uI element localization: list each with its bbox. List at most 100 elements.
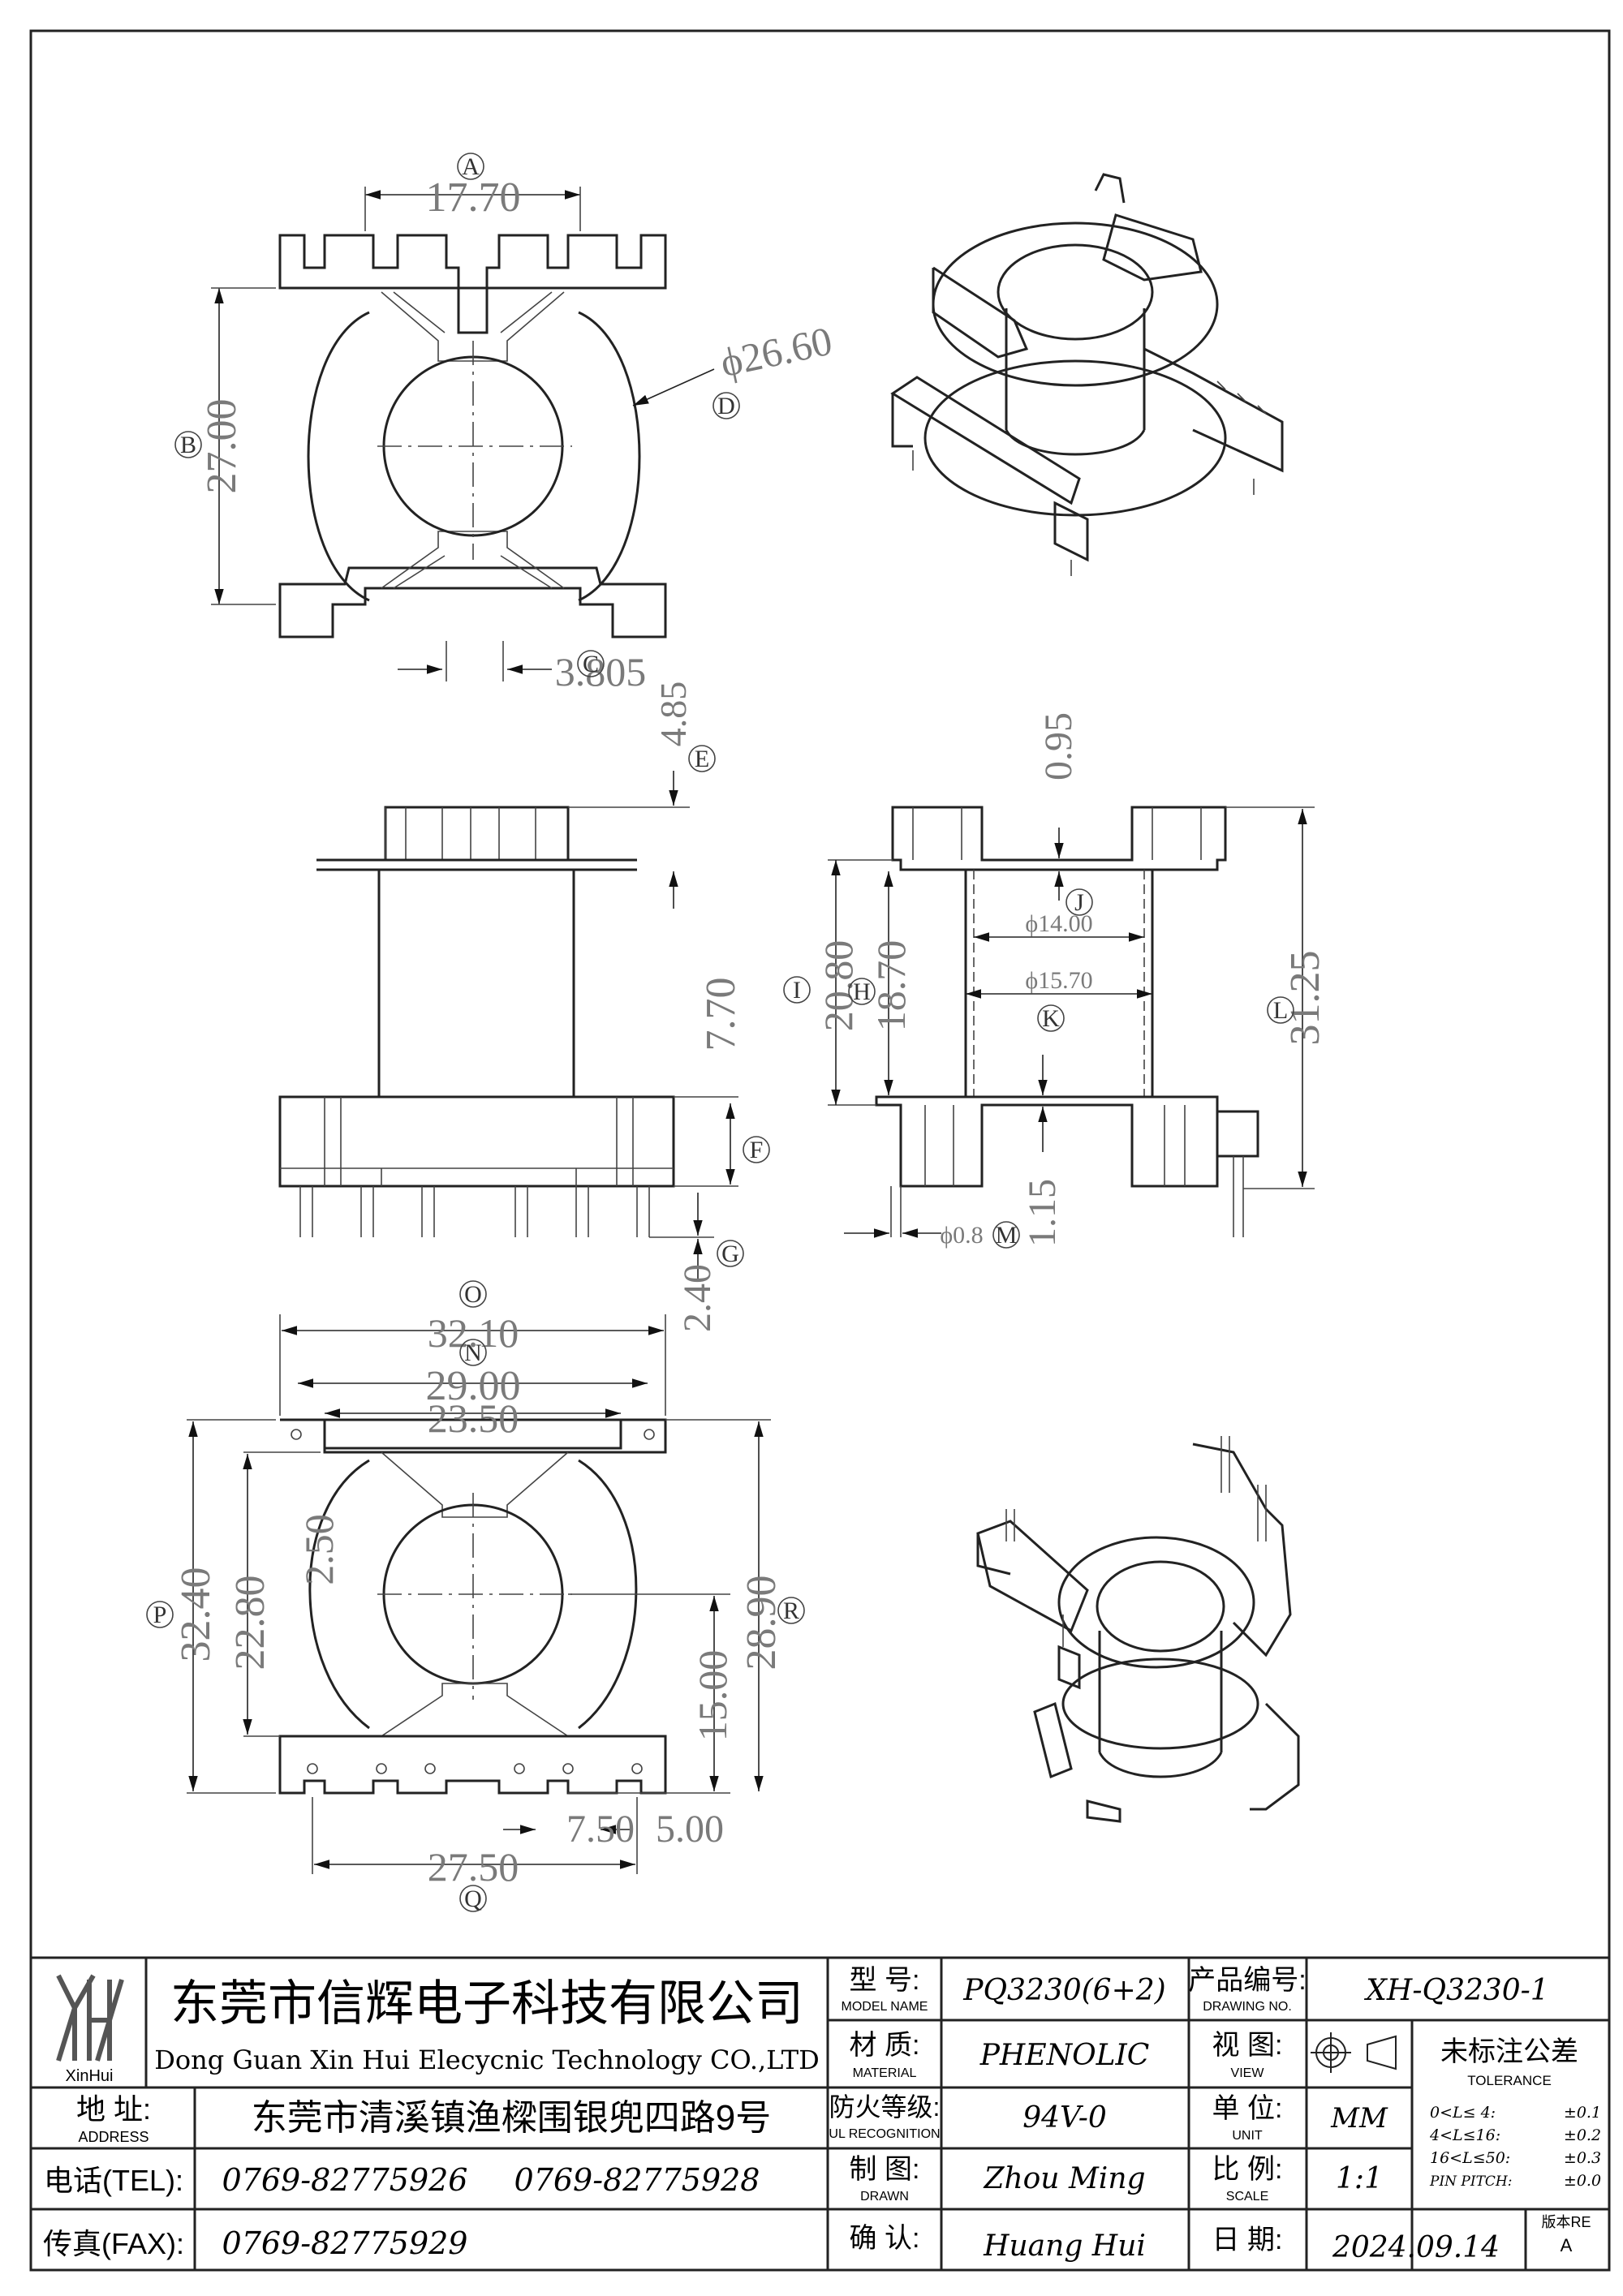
label-d: D bbox=[717, 393, 735, 419]
isometric-view-top bbox=[890, 173, 1284, 576]
address-value: 东莞市清溪镇渔樑围银兜四路9号 bbox=[252, 2098, 771, 2138]
sheet-border bbox=[29, 29, 1611, 2272]
front-view: 0.95 J 20.80 I 18.70 H ϕ14.00 ϕ15.70 K 3… bbox=[783, 712, 1328, 1249]
tel-2: 0769-82775928 bbox=[514, 2162, 760, 2198]
label-m: M bbox=[996, 1222, 1018, 1249]
top-view: 17.70 A 27.00 B ϕ26.60 D 3.805 C bbox=[174, 153, 836, 694]
projection-symbol-icon bbox=[1311, 2032, 1397, 2073]
dim-23-50: 23.50 bbox=[428, 1395, 519, 1441]
dim-2-50: 2.50 bbox=[296, 1514, 342, 1585]
bottom-view: 32.10 O 29.00 N 23.50 32.40 P 22.80 2.50… bbox=[146, 1280, 805, 1912]
dim-pin-dia: ϕ0.8 bbox=[940, 1222, 983, 1249]
label-o: O bbox=[464, 1281, 482, 1308]
label-j: J bbox=[1074, 889, 1084, 916]
dim-27-50: 27.50 bbox=[428, 1844, 519, 1890]
dim-32-40: 32.40 bbox=[173, 1567, 219, 1662]
label-n: N bbox=[464, 1339, 482, 1366]
drawing-no-label-en: DRAWING NO. bbox=[1203, 2000, 1292, 2014]
version-value: A bbox=[1561, 2235, 1573, 2255]
dim-15-00: 15.00 bbox=[690, 1650, 735, 1742]
dim-18-70: 18.70 bbox=[868, 940, 914, 1032]
dim-32-10: 32.10 bbox=[428, 1310, 519, 1356]
date-label-cn: 日 期: bbox=[1212, 2225, 1283, 2255]
tolerance-range: 16<L≤50: bbox=[1430, 2149, 1510, 2167]
label-k: K bbox=[1042, 1005, 1060, 1032]
title-block: XinHui 东莞市信辉电子科技有限公司 Dong Guan Xin Hui E… bbox=[29, 1956, 1611, 2272]
tolerance-range: 4<L≤16: bbox=[1429, 2126, 1500, 2144]
tolerance-value: ±0.3 bbox=[1564, 2149, 1601, 2167]
tolerance-value: ±0.0 bbox=[1564, 2172, 1601, 2190]
tolerance-title-cn: 未标注公差 bbox=[1440, 2036, 1578, 2067]
label-i: I bbox=[793, 977, 801, 1004]
ul-value: 94V-0 bbox=[1022, 2101, 1107, 2135]
tolerance-value: ±0.2 bbox=[1564, 2126, 1601, 2144]
drawn-value: Zhou Ming bbox=[983, 2162, 1145, 2195]
dim-dia-26-60: ϕ26.60 bbox=[717, 318, 836, 386]
label-r: R bbox=[783, 1597, 799, 1624]
dim-1-15: 1.15 bbox=[1021, 1179, 1064, 1247]
dim-20-80: 20.80 bbox=[816, 940, 861, 1032]
dim-dia-15-70: ϕ15.70 bbox=[1025, 967, 1092, 994]
scale-label-cn: 比 例: bbox=[1212, 2154, 1283, 2185]
date-value: 2024.09.14 bbox=[1332, 2231, 1500, 2264]
company-name-en: Dong Guan Xin Hui Elecycnic Technology C… bbox=[154, 2044, 820, 2075]
dim-0-95: 0.95 bbox=[1037, 712, 1080, 780]
dim-7-70: 7.70 bbox=[698, 978, 744, 1051]
unit-label-cn: 单 位: bbox=[1212, 2093, 1283, 2124]
label-c: C bbox=[583, 651, 599, 677]
dim-28-90: 28.90 bbox=[738, 1576, 785, 1670]
label-q: Q bbox=[464, 1885, 482, 1912]
drawn-label-en: DRAWN bbox=[860, 2190, 909, 2204]
fax-label: 传真(FAX): bbox=[43, 2227, 184, 2260]
fax-value: 0769-82775929 bbox=[222, 2225, 468, 2261]
dim-4-85: 4.85 bbox=[652, 681, 694, 747]
check-value: Huang Hui bbox=[983, 2229, 1146, 2263]
dim-29-00: 29.00 bbox=[426, 1363, 521, 1409]
label-a: A bbox=[462, 153, 480, 180]
view-label-en: VIEW bbox=[1231, 2066, 1265, 2080]
drawing-no-label-cn: 产品编号: bbox=[1188, 1965, 1306, 1996]
view-label-cn: 视 图: bbox=[1212, 2030, 1283, 2061]
dim-5-00: 5.00 bbox=[656, 1808, 724, 1851]
dim-31-25: 31.25 bbox=[1282, 951, 1328, 1046]
tel-label: 电话(TEL): bbox=[44, 2164, 183, 2197]
dim-17-70: 17.70 bbox=[426, 174, 521, 221]
label-f: F bbox=[750, 1137, 764, 1163]
scale-value: 1:1 bbox=[1336, 2162, 1383, 2195]
tolerance-value: ±0.1 bbox=[1564, 2104, 1601, 2122]
label-p: P bbox=[153, 1602, 167, 1628]
material-value: PHENOLIC bbox=[979, 2039, 1150, 2072]
label-h: H bbox=[853, 978, 871, 1005]
model-value: PQ3230(6+2) bbox=[962, 1974, 1165, 2007]
dim-22-80: 22.80 bbox=[227, 1576, 273, 1670]
tolerance-range: PIN PITCH: bbox=[1429, 2173, 1513, 2190]
label-l: L bbox=[1273, 997, 1288, 1024]
tolerance-title-en: TOLERANCE bbox=[1467, 2073, 1552, 2088]
dim-dia-14-00: ϕ14.00 bbox=[1025, 910, 1092, 937]
drawing-no-value: XH-Q3230-1 bbox=[1363, 1974, 1548, 2007]
dim-2-40: 2.40 bbox=[676, 1264, 719, 1332]
scale-label-en: SCALE bbox=[1226, 2190, 1268, 2204]
address-label-en: ADDRESS bbox=[78, 2129, 149, 2145]
model-label-cn: 型 号: bbox=[850, 1965, 920, 1996]
address-label-cn: 地 址: bbox=[76, 2092, 151, 2126]
check-label-cn: 确 认: bbox=[850, 2223, 920, 2254]
label-e: E bbox=[695, 746, 709, 772]
unit-label-en: UNIT bbox=[1232, 2129, 1263, 2143]
version-label: 版本RE bbox=[1541, 2214, 1591, 2230]
model-label-en: MODEL NAME bbox=[842, 2000, 928, 2014]
side-view: 4.85 E 7.70 F 2.40 G bbox=[278, 681, 770, 1332]
dim-27-00: 27.00 bbox=[199, 399, 245, 494]
label-b: B bbox=[180, 432, 196, 458]
unit-value: MM bbox=[1330, 2102, 1388, 2135]
isometric-view-bottom bbox=[976, 1436, 1300, 1823]
company-name-cn: 东莞市信辉电子科技有限公司 bbox=[170, 1976, 803, 2031]
company-logo: XinHui bbox=[56, 1974, 124, 2085]
dim-7-50: 7.50 bbox=[566, 1808, 635, 1851]
tolerance-table: 0<L≤ 4: ±0.1 4<L≤16: ±0.2 16<L≤50: ±0.3 … bbox=[1429, 2104, 1601, 2190]
tolerance-range: 0<L≤ 4: bbox=[1430, 2104, 1496, 2122]
drawn-label-cn: 制 图: bbox=[850, 2154, 920, 2185]
material-label-en: MATERIAL bbox=[853, 2066, 917, 2080]
label-g: G bbox=[721, 1240, 739, 1267]
